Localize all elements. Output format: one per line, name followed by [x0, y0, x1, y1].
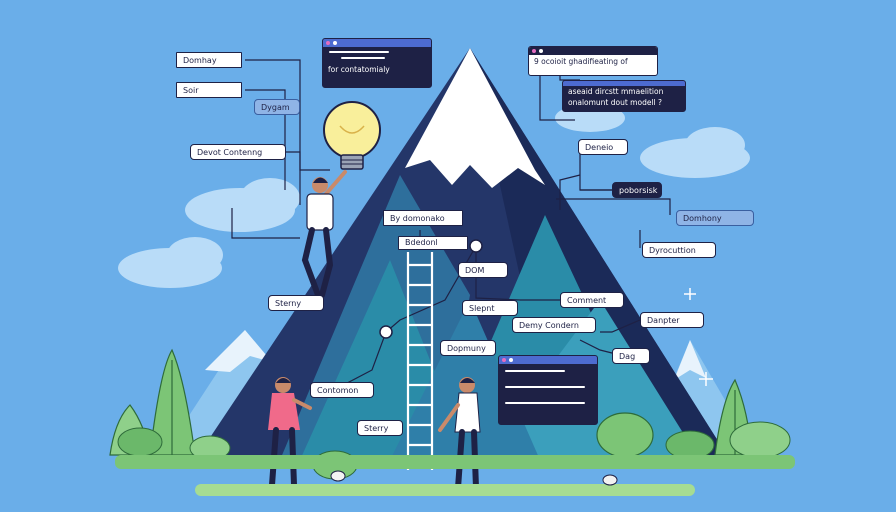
code-window-text: for contatomialy [328, 65, 390, 74]
window-dot-icon [539, 49, 543, 53]
code-window-bottom [498, 355, 598, 425]
code-window-top: for contatomialy [322, 38, 432, 88]
window-dot-icon [333, 41, 337, 45]
question-window-2: aseaid dircstt mmaelition onalomunt dout… [562, 80, 686, 112]
label-domhay: Domhay [176, 52, 242, 68]
window-dot-icon [509, 358, 513, 362]
window-titlebar [323, 39, 431, 47]
window-titlebar [499, 356, 597, 364]
label-danpter: Danpter [640, 312, 704, 328]
label-slepnt: Slepnt [462, 300, 518, 316]
window-titlebar [563, 81, 685, 86]
label-by-domonako: By domonako [383, 210, 463, 226]
label-soir: Soir [176, 82, 242, 98]
connector-nodes [379, 239, 483, 339]
code-line [329, 51, 389, 53]
ground [115, 455, 795, 496]
label-dom: DOM [458, 262, 508, 278]
label-deneio: Deneio [578, 139, 628, 155]
code-line [505, 402, 585, 404]
person-reaching-bulb [301, 170, 347, 298]
label-sterry: Sterry [357, 420, 403, 436]
code-line [505, 370, 565, 372]
label-bdedonl: Bdedonl [398, 236, 468, 250]
sparkle-icon [684, 288, 713, 386]
light-bulb-icon [323, 101, 381, 170]
window-dot-icon [502, 358, 506, 362]
question-window-1: 9 ocoioit ghadifieating of [528, 46, 658, 76]
window-dot-icon [326, 41, 330, 45]
label-devot-contenng: Devot Contenng [190, 144, 286, 160]
label-comment: Comment [560, 292, 624, 308]
label-dygam: Dygam [254, 99, 300, 115]
window-titlebar [529, 47, 657, 55]
label-demy-condern: Demy Condern [512, 317, 596, 333]
ladder-icon [406, 252, 434, 470]
label-dopmuny: Dopmuny [440, 340, 496, 356]
question-text: 9 ocoioit ghadifieating of [534, 57, 628, 66]
label-domhony: Domhony [676, 210, 754, 226]
question-text-line-2: onalomunt dout modell ? [568, 98, 662, 107]
label-poborsisk: poborsisk [612, 182, 662, 198]
label-sterny: Sterny [268, 295, 324, 311]
label-dag: Dag [612, 348, 650, 364]
code-line [341, 57, 385, 59]
label-dyrocuttion: Dyrocuttion [642, 242, 716, 258]
question-text-line-1: aseaid dircstt mmaelition [568, 87, 664, 96]
window-dot-icon [532, 49, 536, 53]
code-line [505, 386, 585, 388]
label-contomon: Contomon [310, 382, 374, 398]
